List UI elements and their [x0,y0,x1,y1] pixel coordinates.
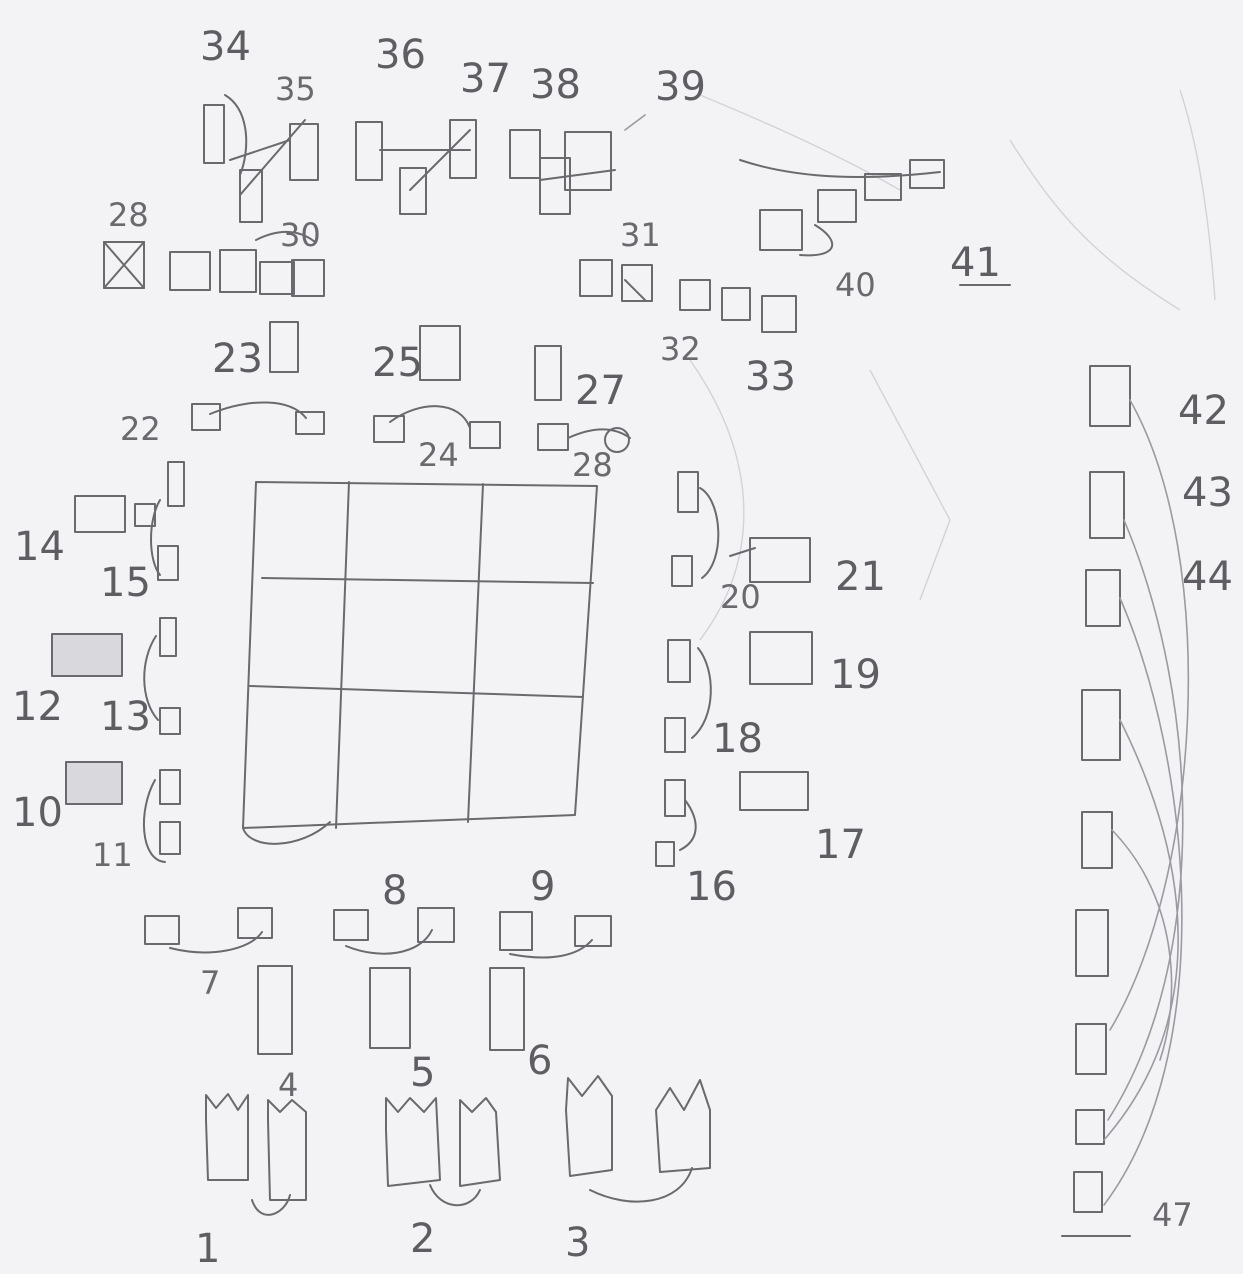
label-6: 6 [527,1038,552,1084]
label-20: 20 [720,578,761,616]
label-11: 11 [92,836,133,874]
label-39: 39 [655,64,706,110]
label-32: 32 [660,330,701,368]
seat-12 [52,634,122,676]
label-33: 33 [745,354,796,400]
label-27: 27 [575,368,626,414]
label-44: 44 [1182,554,1233,600]
label-9: 9 [530,864,555,910]
label-4: 4 [278,1066,298,1104]
label-25: 25 [372,340,423,386]
label-38: 38 [530,62,581,108]
label-35: 35 [275,70,316,108]
label-1: 1 [195,1226,220,1272]
label-18: 18 [712,716,763,762]
label-22: 22 [120,410,161,448]
label-5: 5 [410,1050,435,1096]
label-15: 15 [100,560,151,606]
label-23: 23 [212,336,263,382]
label-7: 7 [200,964,220,1002]
label-34: 34 [200,24,251,70]
label-14: 14 [14,524,65,570]
label-37: 37 [460,56,511,102]
label-24: 24 [418,436,459,474]
label-21: 21 [835,554,886,600]
label-42: 42 [1178,388,1229,434]
label-47: 47 [1152,1196,1193,1234]
label-28-top: 28 [108,196,149,234]
label-10: 10 [12,790,63,836]
label-40: 40 [835,266,876,304]
label-19: 19 [830,652,881,698]
label-2: 2 [410,1216,435,1262]
label-41: 41 [950,240,1001,286]
label-36: 36 [375,32,426,78]
label-13: 13 [100,694,151,740]
label-16: 16 [686,864,737,910]
label-8: 8 [382,868,407,914]
seat-10 [66,762,122,804]
label-3: 3 [565,1220,590,1266]
label-43: 43 [1182,470,1233,516]
label-28: 28 [572,446,613,484]
label-31: 31 [620,216,661,254]
label-17: 17 [815,822,866,868]
label-30: 30 [280,216,321,254]
label-12: 12 [12,684,63,730]
